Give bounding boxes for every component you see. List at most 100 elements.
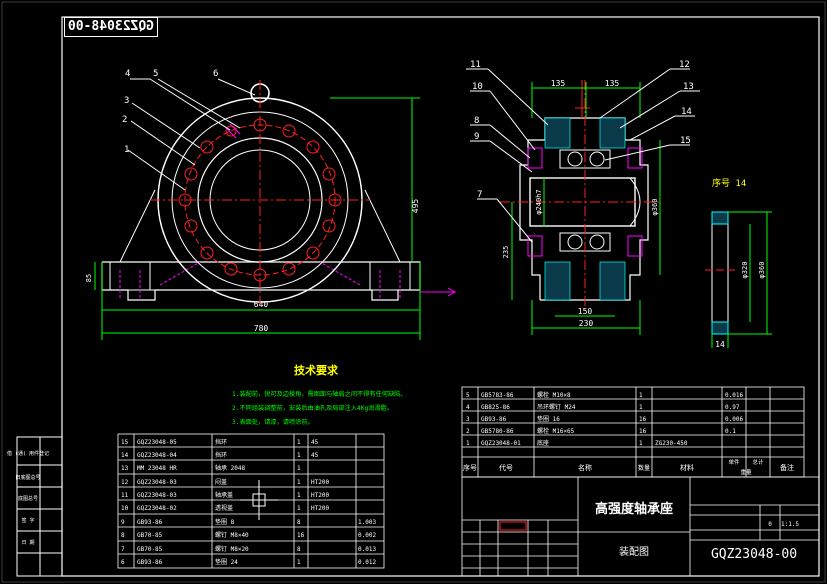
bom-hdr-code: 代号 <box>499 463 513 472</box>
bom-l-weight: 0.012 <box>358 559 376 566</box>
detail-dim-320: φ320 <box>741 262 749 279</box>
bom-l-qty: 1 <box>297 492 301 499</box>
bom-u-no: 1 <box>466 440 470 447</box>
bom-l-material: HT200 <box>311 479 329 486</box>
strip-label-2: 旧底图总号 <box>15 474 40 481</box>
bom-l-name: 闷盖 <box>215 478 227 486</box>
dim-150: 150 <box>578 307 593 316</box>
balloon-1: 1 <box>124 145 129 155</box>
dim-230: 230 <box>579 319 594 328</box>
bom-l-code: GQZ23048-04 <box>137 452 177 459</box>
bom-l-name: 轴承 2048 <box>215 464 245 472</box>
dim-135-right: 135 <box>605 79 620 88</box>
balloon-10: 10 <box>472 82 483 92</box>
bom-l-no: 13 <box>121 465 129 472</box>
front-view: 640 780 495 85 1 2 3 4 5 6 <box>85 69 457 340</box>
bom-l-no: 10 <box>121 505 129 512</box>
balloon-11: 11 <box>470 60 481 70</box>
dim-495: 495 <box>411 199 420 214</box>
dim-dia-360: φ360 <box>651 199 659 216</box>
drawing-number: GQZ23048-00 <box>711 547 797 562</box>
bom-u-no: 2 <box>466 428 470 435</box>
dim-235: 235 <box>502 246 510 259</box>
title-block <box>461 476 820 577</box>
bom-l-no: 11 <box>121 492 129 499</box>
strip-label-4: 签 字 <box>21 517 34 524</box>
bom-u-no: 4 <box>466 404 470 411</box>
bom-u-qty: 1 <box>639 392 643 399</box>
balloon-6: 6 <box>213 69 218 79</box>
bom-l-name: 透视盖 <box>215 504 233 512</box>
bom-hdr-single: 单件 <box>728 458 740 466</box>
tech-req-line-1: 1.装配前，锐可及边棱角，需图面与轴肩之间不得有任何缺陷。 <box>232 390 407 398</box>
bom-u-name: 底座 <box>537 439 549 447</box>
detail-part-14: 序号 14 φ320 φ360 14 <box>705 177 772 349</box>
cursor-crosshair <box>240 480 278 520</box>
drawing-title: 高强度轴承座 <box>595 501 673 517</box>
sheet-mark: 0 <box>768 521 772 528</box>
bom-l-name: 螺钉 M8×40 <box>215 531 249 539</box>
bom-hdr-total: 总计 <box>752 458 764 466</box>
technical-requirements: 技术要求 1.装配前，锐可及边棱角，需图面与轴肩之间不得有任何缺陷。 2.不同组… <box>232 363 407 426</box>
bom-l-no: 15 <box>121 439 129 446</box>
dim-780: 780 <box>254 324 269 333</box>
bom-u-qty: 1 <box>639 404 643 411</box>
bom-l-qty: 8 <box>297 519 301 526</box>
bom-l-no: 12 <box>121 479 129 486</box>
balloon-9: 9 <box>474 132 479 142</box>
left-registration-strip: 借 (通) 用件登记 旧底图总号 底图总号 签 字 日 期 <box>7 436 63 577</box>
bom-l-no: 6 <box>121 559 125 566</box>
bom-lower-table <box>117 433 385 569</box>
bom-hdr-qty: 数量 <box>638 464 650 472</box>
bom-u-weight: 0.006 <box>725 416 743 423</box>
bom-u-code: GB825-86 <box>481 404 510 411</box>
bom-u-material: ZG230-450 <box>655 440 688 447</box>
balloon-4: 4 <box>125 69 130 79</box>
bom-l-name: 螺钉 M8×20 <box>215 545 249 553</box>
bom-l-code: MM 23048 HR <box>137 465 177 472</box>
bom-l-code: GB70-85 <box>137 532 163 539</box>
bom-upper-table <box>461 386 805 478</box>
bom-u-no: 3 <box>466 416 470 423</box>
bom-l-name: 挡环 <box>215 438 227 446</box>
bom-l-qty: 1 <box>297 559 301 566</box>
bom-l-code: GB70-85 <box>137 546 163 553</box>
title-block-text: 高强度轴承座 装配图 GQZ23048-00 1:1.5 0 <box>499 501 799 562</box>
side-section-view: 135 135 φ240h7 φ360 235 150 230 11 10 8 … <box>466 60 700 335</box>
bom-l-qty: 8 <box>297 546 301 553</box>
bom-l-qty: 16 <box>297 532 305 539</box>
bom-u-weight: 0.016 <box>725 392 743 399</box>
bom-l-code: GQZ23048-03 <box>137 492 177 499</box>
balloon-15: 15 <box>680 136 691 146</box>
dim-85: 85 <box>85 274 93 282</box>
balloon-3: 3 <box>124 96 129 106</box>
bom-l-name: 轴承盖 <box>215 491 233 499</box>
balloon-7: 7 <box>477 190 482 200</box>
bom-hdr-no: 序号 <box>463 463 477 472</box>
bom-l-qty: 1 <box>297 505 301 512</box>
bom-u-qty: 16 <box>639 428 647 435</box>
bom-u-code: GQZ23048-01 <box>481 440 521 447</box>
bom-l-code: GQZ23048-03 <box>137 479 177 486</box>
balloon-13: 13 <box>683 82 694 92</box>
bom-l-code: GQZ23048-02 <box>137 505 177 512</box>
bom-l-material: HT200 <box>311 492 329 499</box>
bom-l-code: GB93-86 <box>137 519 163 526</box>
bom-l-weight: 0.002 <box>358 532 376 539</box>
bom-l-qty: 1 <box>297 479 301 486</box>
bom-l-qty: 1 <box>297 452 301 459</box>
detail-label: 序号 14 <box>712 177 746 189</box>
detail-dim-360: φ360 <box>758 262 766 279</box>
bom-l-name: 垫圈 24 <box>215 558 238 566</box>
balloon-5: 5 <box>153 69 158 79</box>
bom-l-no: 8 <box>121 532 125 539</box>
scale-value: 1:1.5 <box>781 521 799 528</box>
bom-u-weight: 0.1 <box>725 428 736 435</box>
bom-u-qty: 1 <box>639 440 643 447</box>
balloon-12: 12 <box>679 60 690 70</box>
bom-l-no: 9 <box>121 519 125 526</box>
bom-u-name: 螺栓 M16×65 <box>537 427 575 435</box>
bom-l-code: GB93-86 <box>137 559 163 566</box>
